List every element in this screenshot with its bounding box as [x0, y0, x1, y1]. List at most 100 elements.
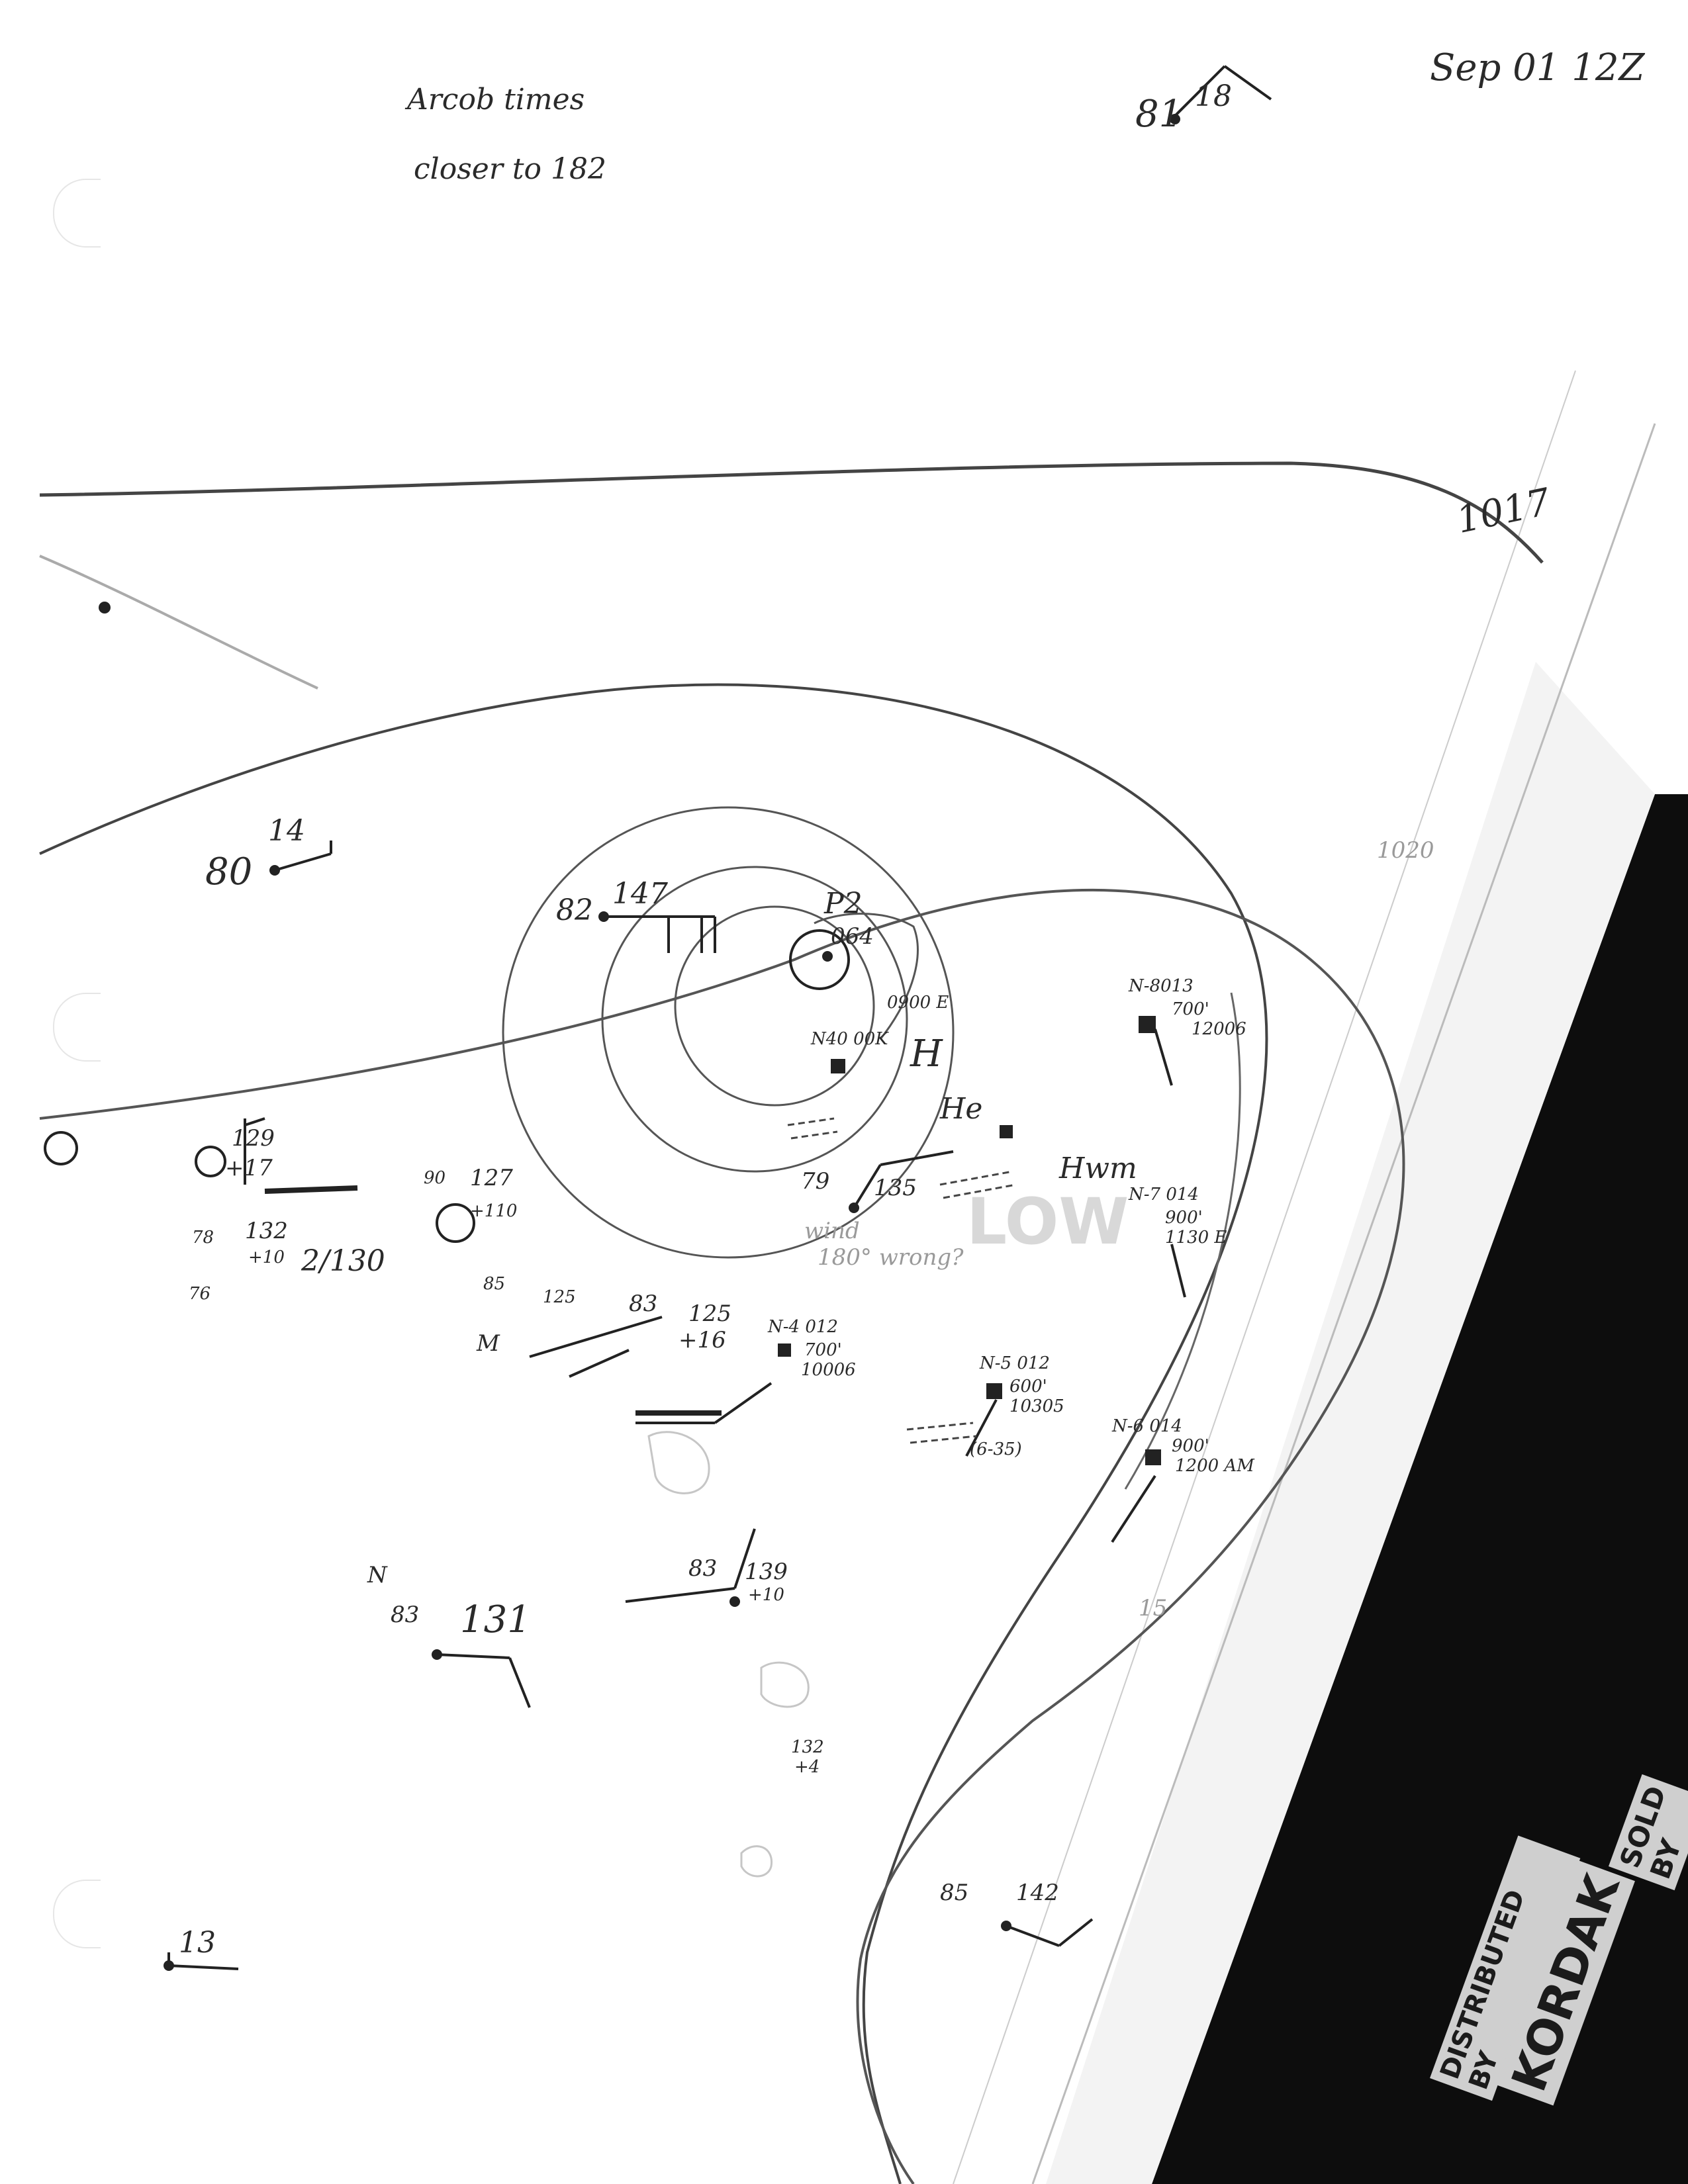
- station-n5-note: (6-35): [970, 1439, 1022, 1459]
- barb-131: [436, 1653, 510, 1659]
- low-stamp: LOW: [966, 1185, 1129, 1259]
- station-circle-left-1: [44, 1131, 78, 1165]
- date-time-label: Sep 01 12Z: [1430, 46, 1645, 89]
- isobar-label-15: 15: [1139, 1595, 1168, 1621]
- station-110: +110: [470, 1201, 518, 1221]
- storm-eye: [789, 929, 850, 990]
- station-n7-alt: 900': [1165, 1208, 1203, 1228]
- station-center-value: 064: [831, 923, 874, 950]
- island-outline: [647, 1431, 710, 1494]
- station-17: +17: [225, 1155, 273, 1181]
- station-83b: 83: [688, 1555, 718, 1582]
- isobar-eye-loop: [814, 913, 919, 1040]
- band-edge-line-2: [953, 370, 1576, 2184]
- station-82-temp: 82: [556, 893, 593, 927]
- station-dot-top: [1170, 114, 1180, 124]
- station-80-temp: 80: [205, 850, 253, 893]
- station-n4-wind: 10006: [801, 1360, 856, 1380]
- barb-125-b: [569, 1349, 630, 1378]
- barb-139: [625, 1587, 735, 1603]
- faint-line: [39, 555, 318, 690]
- rain-mark: [906, 1422, 974, 1431]
- light-band: [1046, 662, 1655, 2184]
- rain-mark: [787, 1117, 835, 1126]
- station-n8-alt: 700': [1172, 999, 1209, 1019]
- station-79: 79: [801, 1168, 830, 1195]
- wind-note-line-1: wind: [804, 1218, 860, 1244]
- station-n4-id: N-4 012: [768, 1317, 838, 1337]
- station-83: 83: [629, 1291, 658, 1317]
- station-square-mission: [831, 1059, 845, 1073]
- station-he-label: He: [940, 1092, 983, 1126]
- high-label: H: [910, 1032, 943, 1075]
- station-10a: +10: [248, 1248, 285, 1267]
- station-dot-135: [849, 1203, 859, 1213]
- station-circle-left-2: [195, 1146, 226, 1177]
- station-4: +4: [794, 1757, 820, 1777]
- note-line-2: closer to 182: [414, 152, 606, 186]
- storm-ring-outer: [502, 806, 955, 1259]
- station-82-value: 147: [612, 877, 668, 911]
- barb-13: [168, 1964, 239, 1970]
- station-80-value: 14: [268, 814, 305, 848]
- rain-mark: [790, 1130, 838, 1140]
- station-13: 13: [179, 1926, 216, 1960]
- station-n5-wind: 10305: [1009, 1396, 1064, 1416]
- isobar-inner-tail: [1124, 992, 1241, 1490]
- station-130: 2/130: [301, 1244, 385, 1278]
- isobar-long: [39, 683, 1268, 2184]
- ink-dot: [99, 602, 111, 614]
- station-135: 135: [874, 1175, 917, 1201]
- station-square-n8: [1139, 1016, 1156, 1033]
- station-hwm-label: Hwm: [1059, 1152, 1137, 1185]
- station-125b: 125: [688, 1300, 731, 1327]
- station-n6-time: 1200 AM: [1175, 1456, 1254, 1476]
- mission-time: 0900 E: [887, 993, 949, 1013]
- barb-135-b: [880, 1150, 954, 1166]
- barb-135: [853, 1163, 882, 1209]
- station-83c: 83: [391, 1602, 420, 1628]
- station-131: 131: [460, 1598, 531, 1641]
- station-dot-139: [729, 1596, 740, 1607]
- storm-ring-inner: [674, 905, 875, 1107]
- station-m-label: M: [477, 1330, 500, 1357]
- station-n8-wind: 12006: [1192, 1019, 1246, 1039]
- barb-n4: [714, 1382, 773, 1424]
- station-n4-alt: 700': [804, 1340, 842, 1360]
- rain-mark: [939, 1170, 1013, 1186]
- station-n5-alt: 600': [1009, 1377, 1047, 1396]
- station-dot-82: [598, 911, 609, 922]
- station-n6-id: N-6 014: [1112, 1416, 1182, 1436]
- wind-note-line-2: 180° wrong?: [818, 1244, 964, 1271]
- island-outline: [740, 1845, 773, 1878]
- island-outline: [760, 1661, 810, 1708]
- station-76: 76: [189, 1284, 211, 1304]
- top-station-temp: 81: [1135, 93, 1183, 136]
- station-142: 142: [1016, 1880, 1059, 1906]
- station-dot-13: [164, 1960, 174, 1971]
- station-square-n6: [1145, 1449, 1161, 1465]
- station-n-label: N: [367, 1562, 387, 1588]
- rain-mark: [943, 1183, 1017, 1199]
- station-dot-142: [1001, 1921, 1011, 1931]
- station-n8-id: N-8013: [1129, 976, 1194, 996]
- barb-top-b: [1223, 65, 1272, 101]
- station-dot-80: [269, 865, 280, 876]
- station-127: 127: [470, 1165, 513, 1191]
- barb-n6: [1111, 1475, 1156, 1543]
- barb-142: [1006, 1925, 1060, 1947]
- barb-132-b: [244, 1117, 265, 1126]
- rain-mark: [910, 1435, 977, 1444]
- storm-ring-middle: [601, 866, 908, 1173]
- station-n6-alt: 900': [1172, 1436, 1209, 1456]
- barb-n5: [965, 1399, 998, 1457]
- band-edge-line: [1031, 423, 1656, 2184]
- station-139: 139: [745, 1559, 788, 1585]
- station-125a: 125: [543, 1287, 576, 1307]
- station-n5-id: N-5 012: [980, 1353, 1050, 1373]
- isobar-loop: [39, 888, 1405, 2184]
- station-n7-wind: 1130 E: [1165, 1228, 1227, 1248]
- station-78: 78: [192, 1228, 214, 1248]
- isobar-1017: [39, 461, 1544, 564]
